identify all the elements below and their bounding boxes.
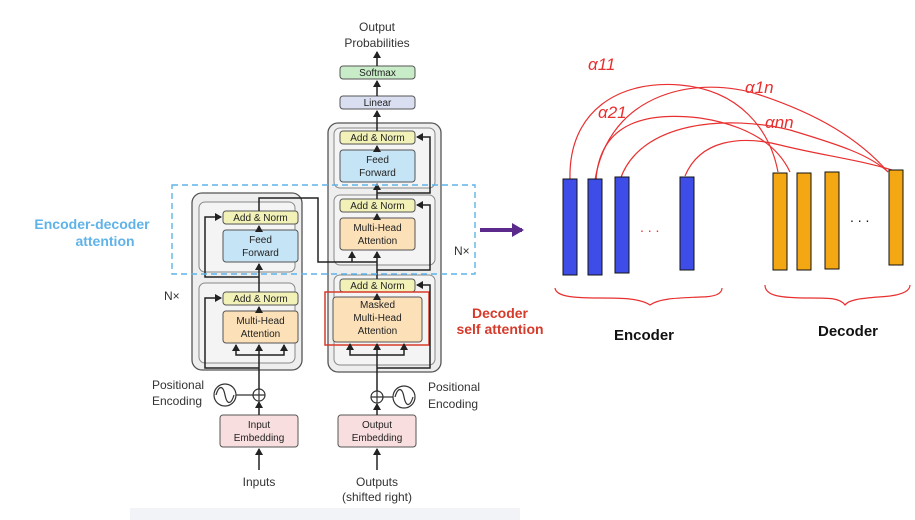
curve-alpha-11 <box>569 83 779 181</box>
masked-label-1: Masked <box>360 300 395 311</box>
encoder-add-norm-2 <box>222 210 299 225</box>
masked-label-2: Multi-Head <box>353 313 401 324</box>
encoder-decoder-attention-label-2: attention <box>75 233 134 249</box>
inputs-label: Inputs <box>243 475 276 489</box>
alpha-21-label: α21 <box>598 103 627 122</box>
encoder-bar-2 <box>587 178 603 276</box>
encoder-add-norm-2-label: Add & Norm <box>233 213 287 224</box>
transformer-connections <box>204 51 431 470</box>
encoder-ffn-label-2: Forward <box>242 248 279 259</box>
alpha-11-label: α11 <box>588 55 615 74</box>
masked-label-3: Attention <box>358 326 397 337</box>
encoder-ffn-label-1: Feed <box>249 235 272 246</box>
encoder-nx-label: N× <box>164 289 180 303</box>
decoder-bar-2 <box>796 172 812 271</box>
decoder-cross-label-1: Multi-Head <box>353 223 401 234</box>
decoder-positional-label-2: Encoding <box>428 397 478 411</box>
encoder-ellipsis: . . . <box>640 219 659 235</box>
image-bottom-strip <box>130 508 520 520</box>
decoder-self-attention-label-1: Decoder <box>472 305 529 321</box>
input-embedding-label-2: Embedding <box>234 433 285 444</box>
decoder-bar-n <box>888 169 904 266</box>
curve-alpha-21 <box>595 115 791 181</box>
encoder-bar-3 <box>614 176 630 274</box>
decoder-bars <box>772 169 904 271</box>
outputs-label-2: (shifted right) <box>342 490 412 504</box>
encoder-positional-encoding-icon <box>213 383 266 407</box>
decoder-ffn-label-1: Feed <box>366 155 389 166</box>
encoder-add-norm-1 <box>222 291 299 306</box>
hand-sketch: α11 α21 α1n αnn . . . . . . Encoder Deco… <box>554 55 911 344</box>
encoder-bar-1 <box>562 178 578 276</box>
encoder-decoder-attention-label-1: Encoder-decoder <box>34 216 150 232</box>
encoder-brace <box>554 287 723 306</box>
decoder-add-norm-1-label: Add & Norm <box>350 281 404 292</box>
decoder-brace <box>764 284 911 307</box>
transformer-architecture: Softmax Linear Output Probabilities Add … <box>152 20 480 504</box>
encoder-positional-label-1: Positional <box>152 378 204 392</box>
input-embedding-label-1: Input <box>248 420 270 431</box>
encoder-add-norm-1-label: Add & Norm <box>233 294 287 305</box>
encoder-mha-label-2: Attention <box>241 329 280 340</box>
curve-alpha-nn <box>619 122 889 181</box>
output-embedding-label-2: Embedding <box>352 433 403 444</box>
decoder-bar-1 <box>772 172 788 271</box>
output-embedding-label-1: Output <box>362 420 392 431</box>
linear-label: Linear <box>364 98 392 109</box>
encoder-bar-n <box>679 176 695 271</box>
decoder-bar-3 <box>824 171 840 270</box>
softmax-label: Softmax <box>359 68 396 79</box>
output-probabilities-label-2: Probabilities <box>344 36 409 50</box>
decoder-ffn-label-2: Forward <box>359 168 396 179</box>
decoder-positional-label-1: Positional <box>428 380 480 394</box>
encoder-decoder-attention-box <box>171 184 476 275</box>
encoder-mha-label-1: Multi-Head <box>236 316 284 327</box>
alpha-1n-label: α1n <box>745 78 774 97</box>
decoder-positional-encoding-icon <box>370 385 416 409</box>
decoder-add-norm-3-label: Add & Norm <box>350 133 404 144</box>
decoder-ellipsis: . . . <box>850 209 869 225</box>
alpha-nn-label: αnn <box>765 113 794 132</box>
encoder-bars <box>562 176 695 276</box>
decoder-add-norm-2-label: Add & Norm <box>350 201 404 212</box>
curve-alpha-1n <box>594 86 889 181</box>
output-probabilities-label: Output <box>359 20 396 34</box>
decoder-self-attention-label-2: self attention <box>456 321 543 337</box>
outputs-label-1: Outputs <box>356 475 398 489</box>
curve-extra <box>684 139 893 177</box>
decoder-cross-label-2: Attention <box>358 236 397 247</box>
decoder-label: Decoder <box>818 323 878 340</box>
encoder-positional-label-2: Encoding <box>152 394 202 408</box>
encoder-label: Encoder <box>614 327 674 344</box>
attention-curves <box>554 83 911 307</box>
decoder-nx-label: N× <box>454 244 470 258</box>
